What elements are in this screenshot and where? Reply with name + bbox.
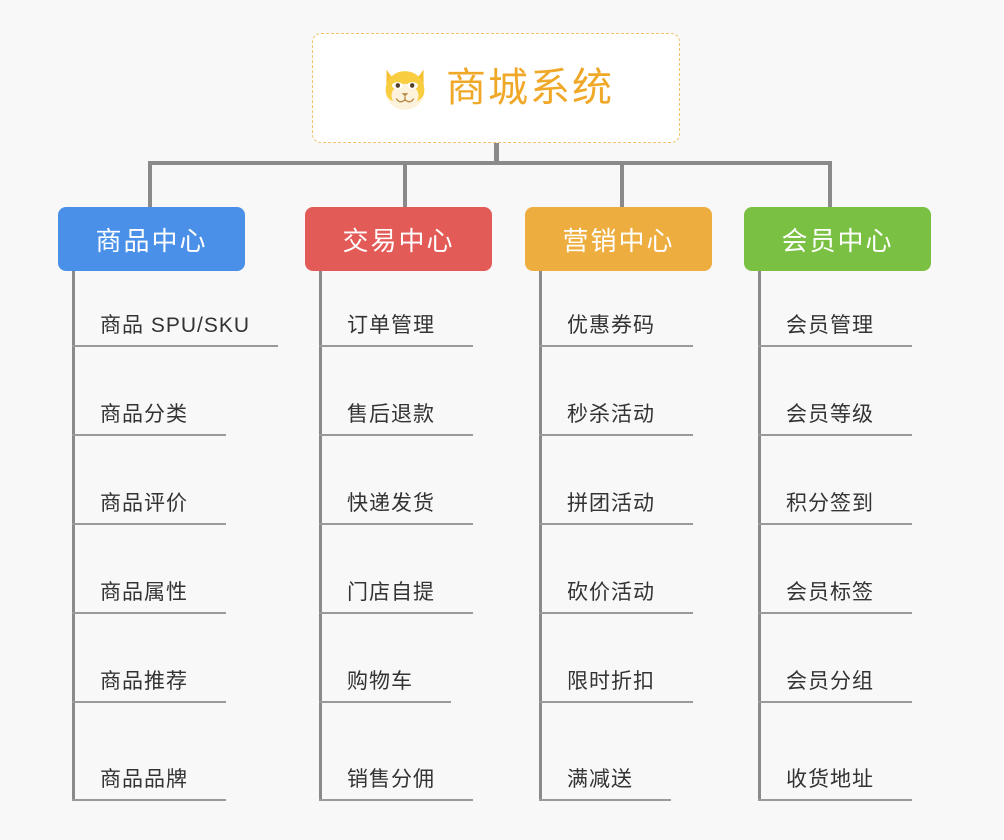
branch-spine-3 [539,271,542,801]
category-label-4: 会员中心 [781,225,894,256]
leaf-underline [319,523,473,525]
leaf-label: 商品 SPU/SKU [100,314,251,337]
leaf-underline [758,799,912,801]
leaf-underline [539,434,693,436]
leaf-item[interactable]: 积分签到 [758,436,912,525]
drop-connector-1 [148,161,152,209]
leaf-underline [72,612,226,614]
drop-connector-4 [828,161,832,209]
leaf-label: 秒杀活动 [567,403,655,426]
leaf-underline [539,523,693,525]
leaf-label: 收货地址 [786,768,874,791]
leaf-label: 商品分类 [100,403,188,426]
leaf-item[interactable]: 商品属性 [72,525,226,614]
leaf-underline [758,345,912,347]
leaf-underline [319,701,451,703]
root-node-content: 商城系统 [378,61,614,115]
category-label-3: 营销中心 [562,225,675,256]
root-label: 商城系统 [446,66,614,110]
leaf-label: 会员等级 [786,403,874,426]
category-label-1: 商品中心 [95,225,208,256]
leaf-underline [72,434,226,436]
shiba-dog-face-icon [385,69,425,110]
leaf-item[interactable]: 商品推荐 [72,614,226,703]
leaf-item[interactable]: 秒杀活动 [539,347,693,436]
leaf-item[interactable]: 购物车 [319,614,451,703]
branch-spine-1 [72,271,75,801]
leaf-underline [72,799,226,801]
leaf-label: 会员分组 [786,670,874,693]
leaf-item[interactable]: 商品评价 [72,436,226,525]
leaf-label: 商品品牌 [100,768,188,791]
leaf-item[interactable]: 优惠券码 [539,291,693,347]
leaf-item[interactable]: 商品品牌 [72,703,226,801]
leaf-item[interactable]: 砍价活动 [539,525,693,614]
leaf-label: 订单管理 [347,314,435,337]
leaf-item[interactable]: 满减送 [539,703,671,801]
category-header-4[interactable]: 会员中心 [744,207,931,271]
leaf-item[interactable]: 商品分类 [72,347,226,436]
leaf-label: 会员标签 [786,581,874,604]
leaf-underline [319,345,473,347]
leaf-label: 门店自提 [347,581,435,604]
leaf-item[interactable]: 门店自提 [319,525,473,614]
leaf-item[interactable]: 售后退款 [319,347,473,436]
category-header-3[interactable]: 营销中心 [525,207,712,271]
leaf-label: 拼团活动 [567,492,655,515]
leaf-label: 限时折扣 [567,670,655,693]
branch-spine-2 [319,271,322,801]
drop-connector-3 [620,161,624,209]
leaf-label: 商品推荐 [100,670,188,693]
drop-connector-2 [403,161,407,209]
root-stem-connector [494,143,499,164]
leaf-label: 砍价活动 [567,581,655,604]
leaf-underline [539,345,693,347]
leaf-item[interactable]: 拼团活动 [539,436,693,525]
leaf-underline [72,345,278,347]
leaf-label: 积分签到 [786,492,874,515]
leaf-item[interactable]: 订单管理 [319,291,473,347]
leaf-underline [758,612,912,614]
leaf-underline [539,799,671,801]
leaf-label: 优惠券码 [567,314,655,337]
leaf-underline [758,523,912,525]
leaf-item[interactable]: 限时折扣 [539,614,693,703]
leaf-label: 商品属性 [100,581,188,604]
horizontal-bus-connector [148,161,832,165]
branch-spine-4 [758,271,761,801]
category-header-1[interactable]: 商品中心 [58,207,245,271]
leaf-label: 商品评价 [100,492,188,515]
leaf-item[interactable]: 会员等级 [758,347,912,436]
leaf-label: 快递发货 [347,492,435,515]
leaf-item[interactable]: 会员分组 [758,614,912,703]
leaf-label: 满减送 [567,768,633,791]
leaf-underline [319,612,473,614]
leaf-label: 销售分佣 [347,768,435,791]
leaf-item[interactable]: 收货地址 [758,703,912,801]
category-header-2[interactable]: 交易中心 [305,207,492,271]
leaf-item[interactable]: 会员标签 [758,525,912,614]
leaf-underline [758,701,912,703]
root-node[interactable]: 商城系统 [312,33,680,143]
leaf-underline [319,799,473,801]
leaf-label: 购物车 [347,670,413,693]
leaf-underline [539,701,693,703]
leaf-underline [758,434,912,436]
leaf-underline [539,612,693,614]
leaf-item[interactable]: 销售分佣 [319,703,473,801]
leaf-item[interactable]: 会员管理 [758,291,912,347]
leaf-underline [72,701,226,703]
leaf-label: 售后退款 [347,403,435,426]
leaf-item[interactable]: 快递发货 [319,436,473,525]
leaf-underline [72,523,226,525]
category-label-2: 交易中心 [342,225,455,256]
leaf-underline [319,434,473,436]
leaf-item[interactable]: 商品 SPU/SKU [72,291,278,347]
leaf-label: 会员管理 [786,314,874,337]
